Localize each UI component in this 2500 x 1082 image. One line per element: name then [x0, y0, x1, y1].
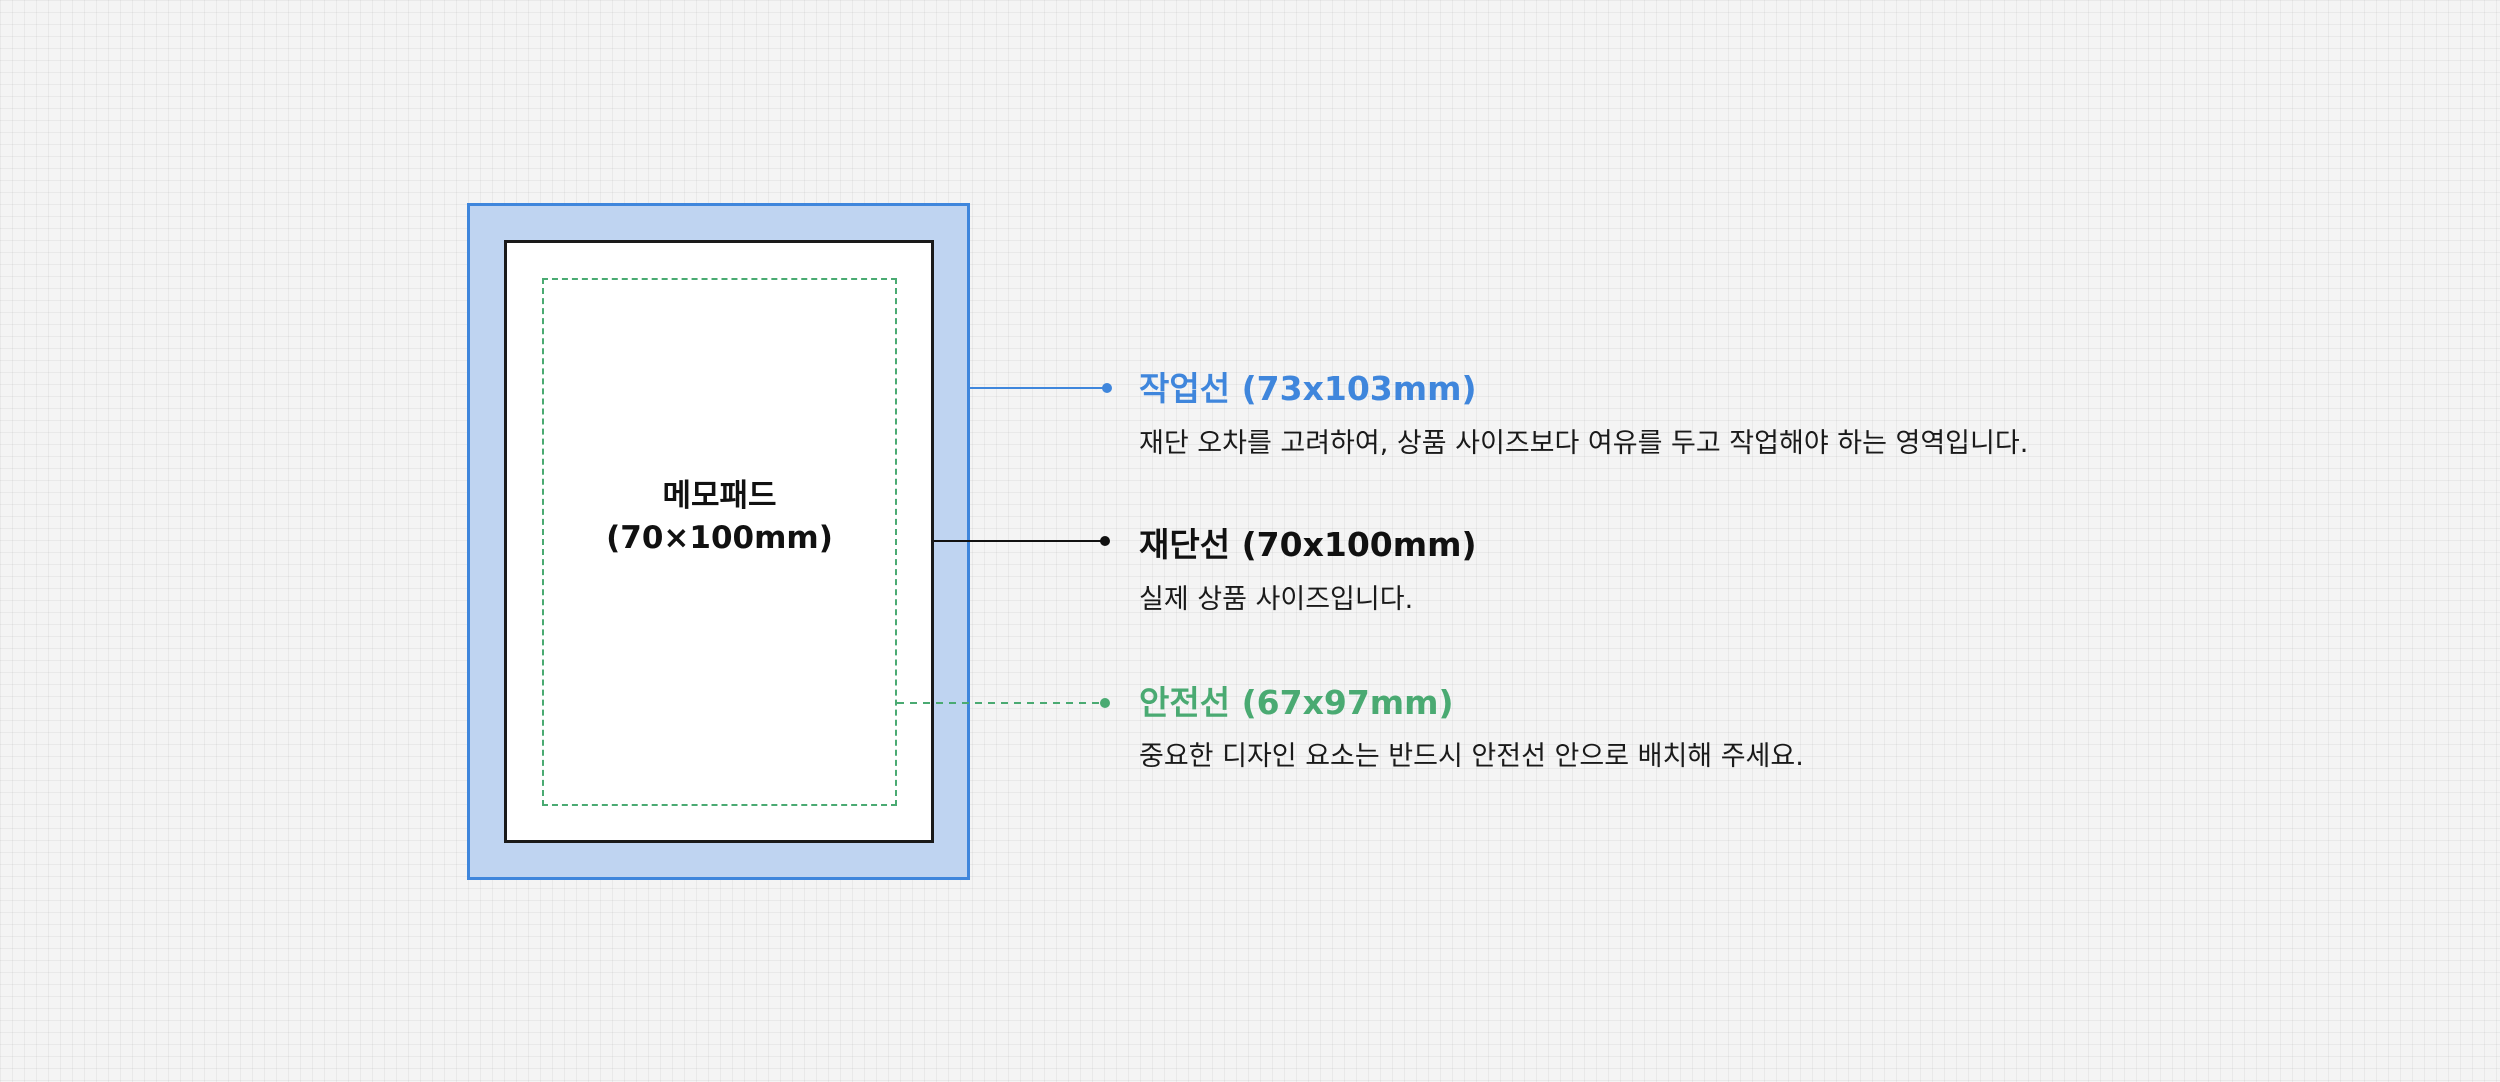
product-size: (70×100mm): [606, 520, 833, 556]
trim-area-rect: [504, 240, 934, 843]
safe-legend-description: 중요한 디자인 요소는 반드시 안전선 안으로 배치해 주세요.: [1139, 741, 1804, 772]
bleed-connector-dot: [1102, 383, 1112, 393]
safe-legend-title: 안전선 (67x97mm): [1139, 683, 1454, 722]
trim-legend-description: 실제 상품 사이즈입니다.: [1139, 584, 1414, 615]
safe-connector-dot: [1100, 698, 1110, 708]
trim-legend-title: 재단선 (70x100mm): [1139, 525, 1477, 564]
trim-connector-dot: [1100, 536, 1110, 546]
bleed-legend-title: 작업선 (73x103mm): [1139, 369, 1477, 408]
product-name: 메모패드: [662, 478, 777, 514]
safe-area-rect: [542, 278, 897, 806]
product-label: 메모패드 (70×100mm): [542, 475, 897, 559]
bleed-legend-description: 재단 오차를 고려하여, 상품 사이즈보다 여유를 두고 작업해야 하는 영역입…: [1139, 428, 2029, 459]
